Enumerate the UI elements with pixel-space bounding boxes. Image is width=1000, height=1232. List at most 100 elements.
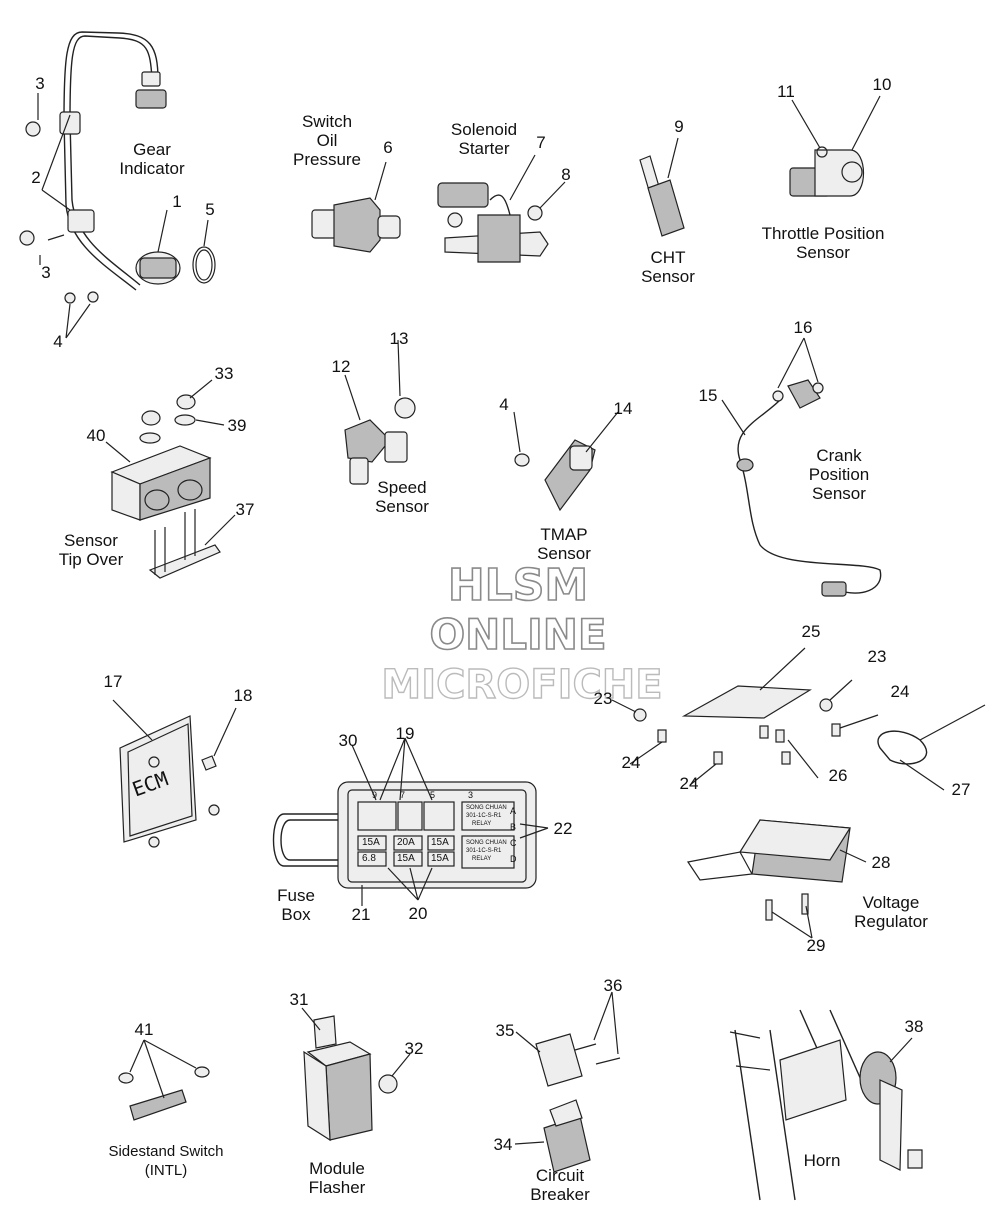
callout-25[interactable]: 25	[801, 622, 821, 641]
fuse-value: 15A	[431, 853, 449, 864]
callout-19[interactable]: 19	[395, 724, 415, 743]
callout-31[interactable]: 31	[289, 990, 309, 1009]
callout-8[interactable]: 8	[561, 165, 571, 184]
throttle-position-sensor-label-line2: Sensor	[796, 243, 850, 262]
callout-26[interactable]: 26	[828, 766, 848, 785]
callout-3[interactable]: 3	[35, 74, 45, 93]
callout-24[interactable]: 24	[621, 753, 641, 772]
fuse-letter: D	[510, 854, 517, 864]
callout-24[interactable]: 24	[890, 682, 910, 701]
throttle-position-sensor-label-line1: Throttle Position	[761, 224, 885, 243]
tmap-sensor-part[interactable]	[513, 411, 619, 512]
callout-36[interactable]: 36	[603, 976, 623, 995]
oil-pressure-switch-part[interactable]	[311, 161, 401, 253]
cht-sensor-part[interactable]	[639, 137, 685, 237]
fuse-box-part[interactable]	[272, 737, 549, 906]
callout-29[interactable]: 29	[806, 936, 826, 955]
callout-21[interactable]: 21	[351, 905, 371, 924]
callout-6[interactable]: 6	[383, 138, 393, 157]
cht-sensor-label-line2: Sensor	[641, 267, 695, 286]
fuse-value: 15A	[397, 853, 415, 864]
crank-position-sensor-label-line3: Sensor	[812, 484, 866, 503]
callout-34[interactable]: 34	[493, 1135, 513, 1154]
speed-sensor-label: Speed Sensor	[375, 478, 429, 516]
crank-position-sensor-label: Crank Position Sensor	[809, 446, 869, 503]
fuse-value: 15A	[362, 837, 380, 848]
module-flasher-part[interactable]	[301, 1007, 411, 1142]
callout-17[interactable]: 17	[103, 672, 123, 691]
fuse-slot-number: 3	[468, 790, 474, 800]
callout-33[interactable]: 33	[214, 364, 234, 383]
tmap-sensor-label-line1: TMAP	[540, 525, 588, 544]
voltage-regulator-part[interactable]	[611, 647, 986, 939]
callout-20[interactable]: 20	[408, 904, 428, 923]
sensor-tip-over-part[interactable]	[105, 379, 236, 579]
callout-23[interactable]: 23	[593, 689, 613, 708]
tmap-sensor-label: TMAP Sensor	[537, 525, 591, 563]
callout-2[interactable]: 2	[31, 168, 41, 187]
callout-28[interactable]: 28	[871, 853, 891, 872]
tmap-sensor-label-line2: Sensor	[537, 544, 591, 563]
callout-11[interactable]: 11	[777, 82, 795, 101]
callout-39[interactable]: 39	[227, 416, 247, 435]
module-flasher-label-line1: Module	[309, 1159, 365, 1178]
callout-23[interactable]: 23	[867, 647, 887, 666]
fuse-slot-number: 5	[430, 790, 436, 800]
fuse-box-label-line1: Fuse	[277, 886, 315, 905]
relay-text: SONG CHUAN	[466, 805, 507, 811]
callout-16[interactable]: 16	[793, 318, 813, 337]
gear-indicator-label-line2: Indicator	[119, 159, 185, 178]
callout-14[interactable]: 14	[613, 399, 633, 418]
callout-12[interactable]: 12	[331, 357, 351, 376]
watermark-line-1: HLSM	[447, 559, 589, 612]
callout-41[interactable]: 41	[134, 1020, 154, 1039]
horn-part[interactable]	[729, 1009, 923, 1201]
switch-oil-pressure-label: Switch Oil Pressure	[293, 112, 361, 169]
voltage-regulator-label-line1: Voltage	[862, 893, 920, 912]
gear-indicator-label-line1: Gear	[133, 140, 171, 159]
ecm-part[interactable]	[112, 699, 237, 848]
sidestand-switch-part[interactable]	[118, 1039, 210, 1121]
fuse-slot-number: 9	[372, 790, 378, 800]
speed-sensor-part[interactable]	[344, 339, 416, 485]
throttle-position-sensor-part[interactable]	[789, 95, 881, 197]
switch-oil-pressure-label-line3: Pressure	[292, 150, 362, 169]
callout-3[interactable]: 3	[41, 263, 51, 282]
relay-text: RELAY	[472, 856, 492, 862]
gear-indicator-part[interactable]	[19, 31, 216, 339]
callout-35[interactable]: 35	[495, 1021, 515, 1040]
solenoid-starter-part[interactable]	[437, 154, 566, 263]
crank-position-sensor-part[interactable]	[721, 337, 882, 597]
callout-1[interactable]: 1	[172, 192, 182, 211]
callout-30[interactable]: 30	[338, 731, 358, 750]
circuit-breaker-part[interactable]	[514, 991, 621, 1173]
fuse-letter: B	[510, 822, 517, 832]
gear-indicator-label: Gear Indicator	[119, 140, 184, 178]
solenoid-starter-label-line1: Solenoid	[450, 120, 518, 139]
callout-32[interactable]: 32	[404, 1039, 424, 1058]
throttle-position-sensor-label: Throttle Position Sensor	[762, 224, 885, 262]
callout-18[interactable]: 18	[233, 686, 253, 705]
fuse-letter: C	[510, 838, 517, 848]
callout-9[interactable]: 9	[674, 117, 684, 136]
callout-24[interactable]: 24	[679, 774, 699, 793]
callout-22[interactable]: 22	[553, 819, 573, 838]
callout-13[interactable]: 13	[389, 329, 409, 348]
callout-5[interactable]: 5	[205, 200, 215, 219]
callout-7[interactable]: 7	[536, 133, 546, 152]
module-flasher-label: Module Flasher	[309, 1159, 366, 1197]
callout-37[interactable]: 37	[235, 500, 255, 519]
speed-sensor-label-line2: Sensor	[375, 497, 429, 516]
sidestand-switch-label: Sidestand Switch (INTL)	[108, 1142, 223, 1180]
sensor-tip-over-label-line2: Tip Over	[58, 550, 124, 569]
callout-27[interactable]: 27	[951, 780, 971, 799]
callout-4[interactable]: 4	[53, 332, 63, 351]
callout-40[interactable]: 40	[86, 426, 106, 445]
circuit-breaker-label-line2: Breaker	[530, 1185, 590, 1204]
sensor-tip-over-label-line1: Sensor	[64, 531, 118, 550]
callout-10[interactable]: 10	[872, 75, 892, 94]
callout-38[interactable]: 38	[904, 1017, 924, 1036]
callout-15[interactable]: 15	[698, 386, 718, 405]
callout-4[interactable]: 4	[499, 395, 509, 414]
crank-position-sensor-label-line1: Crank	[816, 446, 862, 465]
